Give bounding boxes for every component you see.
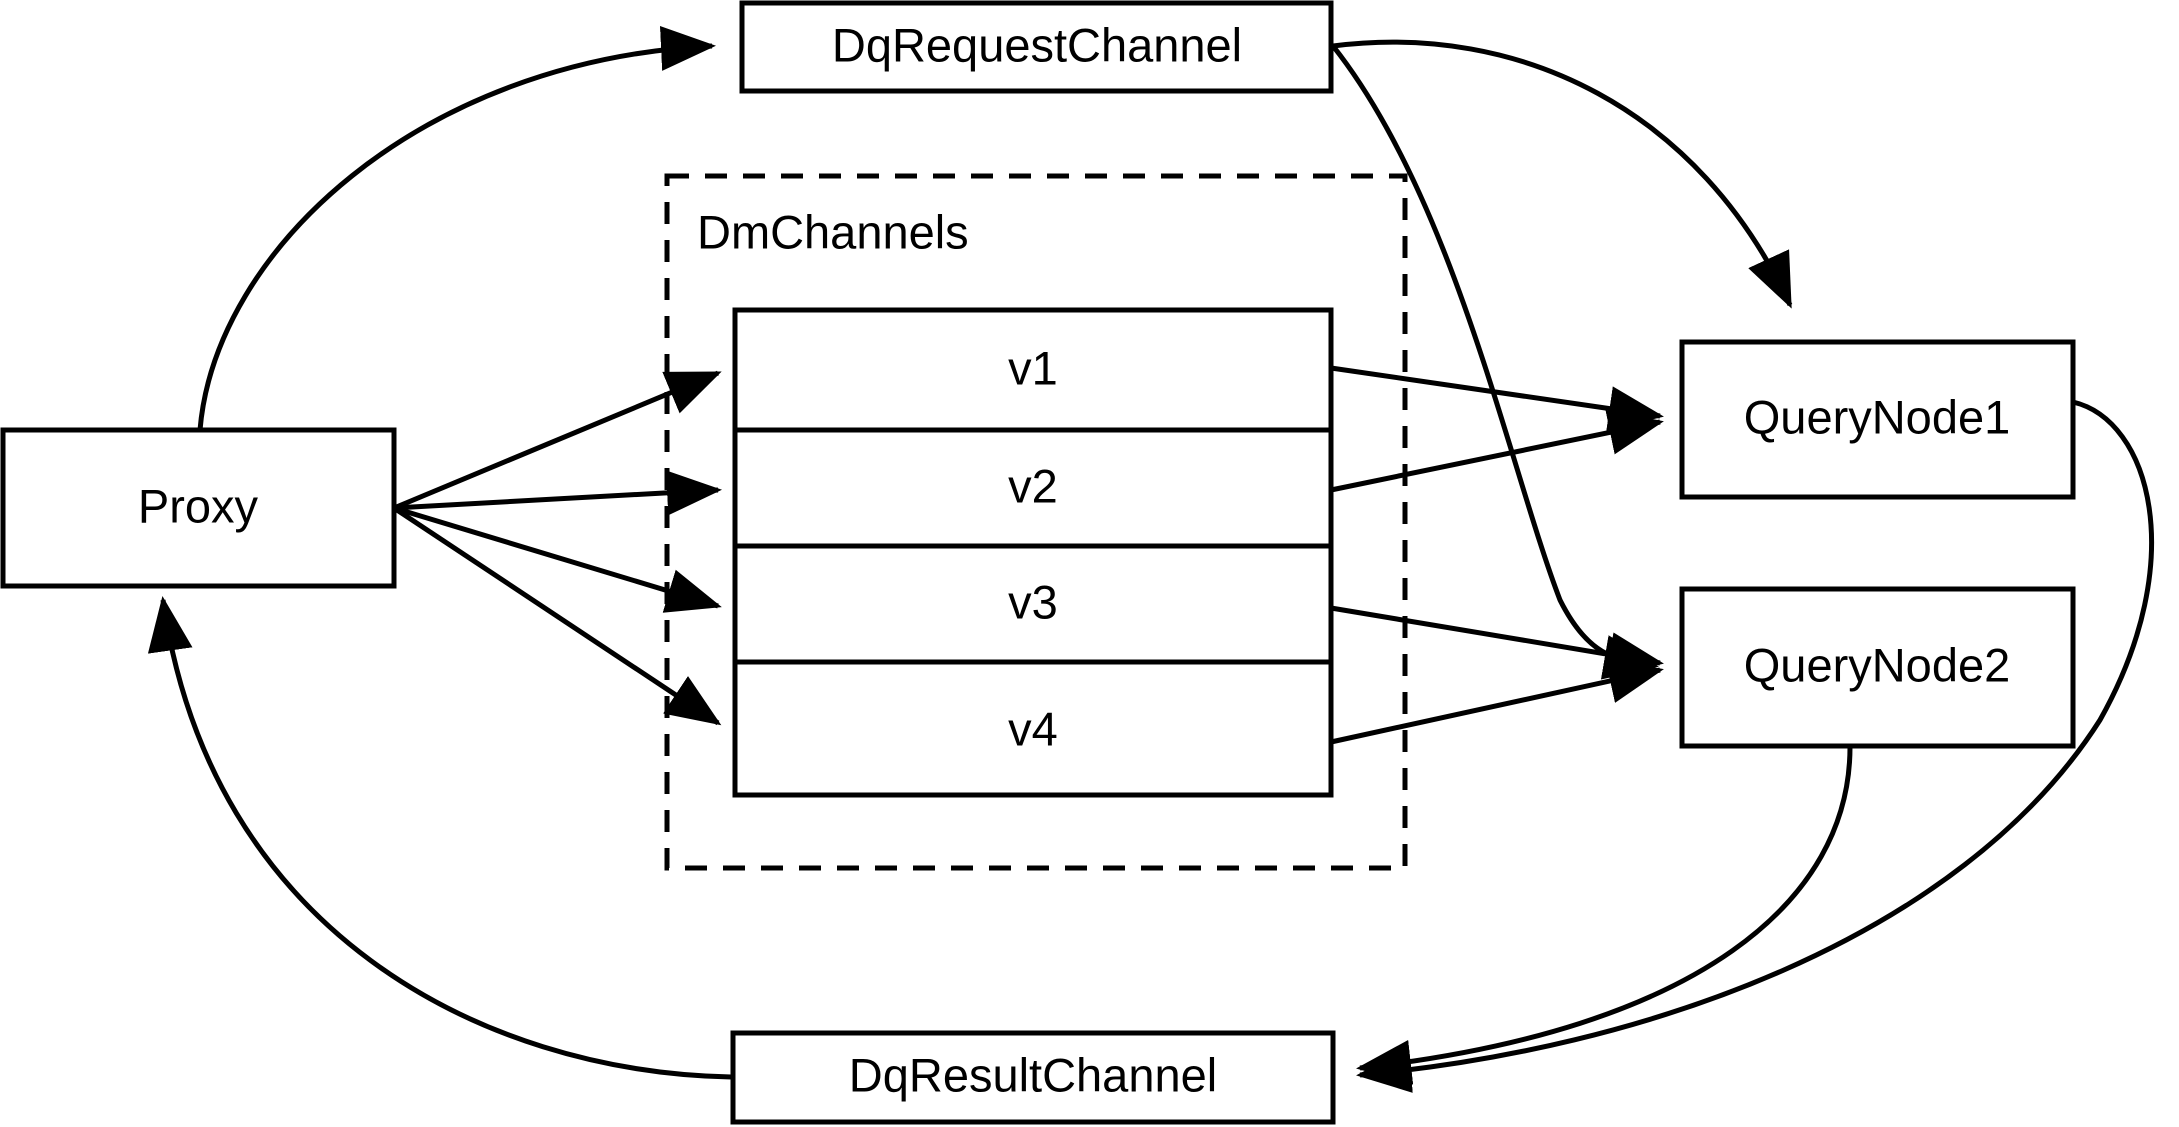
edge-proxy-to-v4 [392, 505, 722, 726]
edge-v2-to-query-node-1 [1330, 410, 1664, 493]
dm-channels-group-box [664, 173, 1408, 871]
dm-channel-row-v3[interactable] [732, 543, 1334, 665]
dm-channel-row-v4-label: v4 [1008, 702, 1058, 755]
dm-channel-row-v1-label: v1 [1008, 341, 1058, 394]
edge-proxy-to-v3 [393, 505, 722, 613]
node-query-node-1[interactable] [1679, 339, 2076, 500]
dm-channels-group-label: DmChannels [697, 205, 969, 258]
node-dq-request-channel[interactable] [739, 0, 1334, 94]
node-query-node-2-label: QueryNode2 [1744, 638, 2011, 691]
edge-v4-to-query-node-2 [1330, 658, 1664, 745]
edge-v3-to-query-node-1-alt [1330, 605, 1664, 677]
node-query-node-2[interactable] [1679, 586, 2076, 749]
dm-channel-row-v3-label: v3 [1008, 575, 1058, 628]
edge-proxy-to-dq-request-channel [197, 26, 716, 431]
edge-dq-request-channel-to-query-node-2 [1331, 44, 1659, 680]
edge-query-node-1-to-dq-result-channel [1356, 399, 2154, 1093]
node-dq-result-channel[interactable] [730, 1030, 1336, 1125]
edge-proxy-to-v1 [393, 370, 722, 511]
node-query-node-1-label: QueryNode1 [1744, 390, 2011, 443]
edge-dq-result-channel-to-proxy [147, 596, 732, 1080]
node-dq-result-channel-label: DqResultChannel [849, 1048, 1217, 1101]
node-dq-request-channel-label: DqRequestChannel [832, 18, 1242, 71]
edge-proxy-to-v2 [393, 470, 722, 516]
edge-v1-to-query-node-1 [1330, 365, 1664, 431]
edge-dq-request-channel-to-query-node-1 [1332, 39, 1793, 309]
dm-channel-row-v2-label: v2 [1008, 459, 1058, 512]
dm-channel-row-v1[interactable] [732, 307, 1334, 433]
node-proxy[interactable] [0, 427, 397, 589]
node-proxy-label: Proxy [138, 479, 259, 532]
edge-query-node-2-to-dq-result-channel [1356, 746, 1853, 1085]
dm-channel-row-v4[interactable] [732, 659, 1334, 798]
